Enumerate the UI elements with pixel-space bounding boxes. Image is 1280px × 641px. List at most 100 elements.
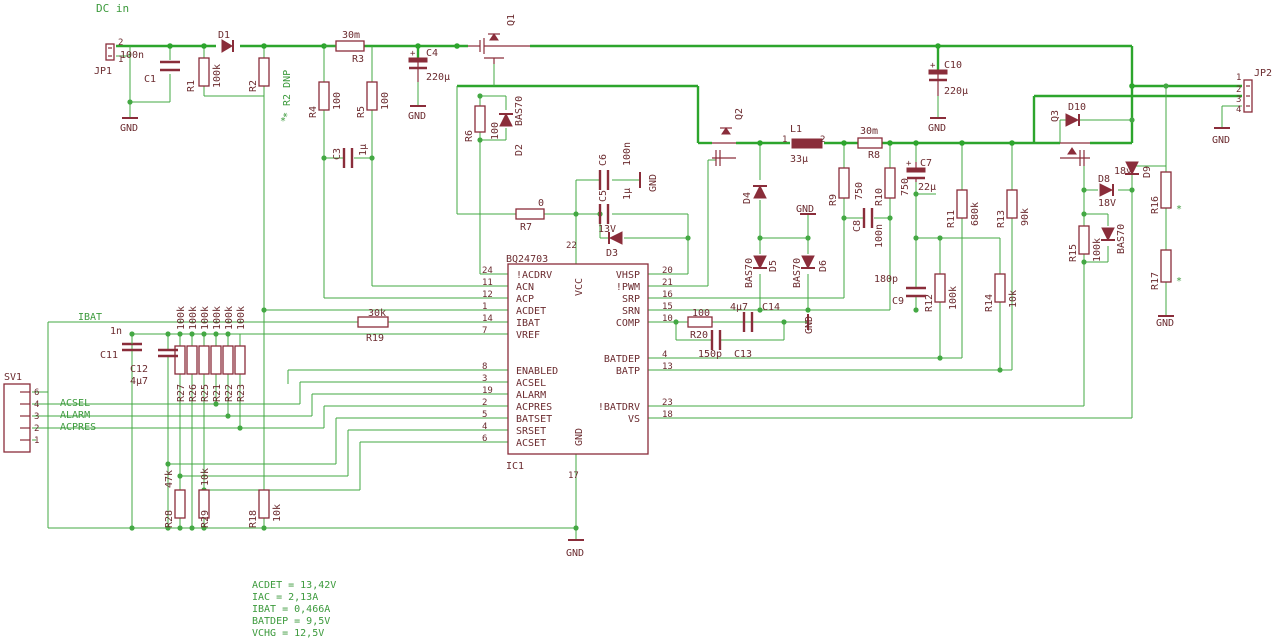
svg-text:1µ: 1µ bbox=[358, 144, 369, 156]
power-rails bbox=[116, 44, 1242, 145]
r17[interactable]: R17 * bbox=[1150, 249, 1182, 290]
r16[interactable]: R16 * bbox=[1150, 171, 1182, 215]
r8[interactable]: R8 30m bbox=[857, 126, 883, 161]
svg-text:100k: 100k bbox=[224, 306, 235, 330]
svg-text:GND: GND bbox=[1156, 318, 1174, 329]
jp2-connector[interactable]: JP2 1 2 3 4 bbox=[1236, 68, 1272, 115]
sv1-connector[interactable]: SV1 6 4 3 2 1 bbox=[3, 372, 39, 453]
svg-text:R28: R28 bbox=[164, 510, 175, 528]
c9[interactable]: C9 180p bbox=[874, 274, 926, 307]
svg-text:13V: 13V bbox=[598, 224, 616, 235]
c6[interactable]: C6 100n bbox=[598, 142, 633, 190]
jp1-connector[interactable]: JP1 2 1 bbox=[94, 38, 123, 77]
ic-bq24703[interactable]: BQ24703 IC1 !ACDRV24ACN11ACP12ACDET1IBAT… bbox=[482, 241, 673, 481]
c5[interactable]: C5 1µ bbox=[598, 188, 633, 224]
svg-text:GND: GND bbox=[796, 204, 814, 215]
svg-text:100: 100 bbox=[332, 92, 343, 110]
svg-text:D5: D5 bbox=[768, 260, 779, 272]
r27[interactable]: R27 100k bbox=[174, 306, 187, 402]
c1[interactable]: C1 100n bbox=[120, 50, 180, 85]
svg-text:680k: 680k bbox=[970, 202, 981, 226]
svg-text:4µ7: 4µ7 bbox=[730, 302, 748, 313]
r19[interactable]: R19 30k bbox=[357, 308, 389, 344]
r2[interactable]: R2 * R2 DNP bbox=[248, 57, 293, 118]
r4[interactable]: R4 100 bbox=[308, 81, 343, 118]
svg-text:100k: 100k bbox=[948, 286, 959, 310]
r14[interactable]: R14 10k bbox=[984, 273, 1019, 312]
svg-text:3: 3 bbox=[1236, 95, 1241, 105]
d3[interactable]: D3 13V bbox=[598, 224, 623, 259]
svg-text:BAS70: BAS70 bbox=[514, 96, 525, 126]
r11[interactable]: R11 680k bbox=[946, 189, 981, 228]
ic-pin-name: ACDET bbox=[516, 306, 546, 317]
r20[interactable]: R20 100 bbox=[687, 308, 713, 341]
svg-text:R19: R19 bbox=[366, 333, 384, 344]
r12[interactable]: R12 100k bbox=[924, 273, 959, 312]
r13[interactable]: R13 90k bbox=[996, 189, 1031, 228]
r7[interactable]: R7 0 bbox=[515, 198, 545, 233]
c7[interactable]: + C7 22µ bbox=[906, 158, 936, 193]
r21[interactable]: R21 100k bbox=[210, 306, 223, 402]
c11[interactable]: C11 1n bbox=[100, 326, 142, 361]
r5[interactable]: R5 100 bbox=[356, 81, 391, 118]
c4[interactable]: + C4 220µ bbox=[408, 48, 450, 83]
r23[interactable]: R23 100k bbox=[234, 306, 247, 402]
r28[interactable]: R28 47k bbox=[164, 470, 186, 528]
r1[interactable]: R1 100k bbox=[186, 57, 223, 92]
svg-text:R17: R17 bbox=[1150, 272, 1161, 290]
r29[interactable]: R29 10k bbox=[198, 468, 211, 528]
d2[interactable]: D2 BAS70 bbox=[499, 96, 525, 156]
d4[interactable]: D4 bbox=[742, 184, 767, 204]
svg-text:C1: C1 bbox=[144, 74, 156, 85]
c13[interactable]: C13 150p bbox=[698, 330, 752, 360]
d9[interactable]: D9 bbox=[1125, 161, 1153, 178]
junctions bbox=[127, 43, 1169, 531]
c10[interactable]: + C10 220µ bbox=[928, 60, 968, 97]
svg-text:750: 750 bbox=[900, 178, 911, 196]
svg-text:180p: 180p bbox=[874, 274, 898, 285]
ic-pin-number: 20 bbox=[662, 266, 673, 276]
c3[interactable]: C3 1µ bbox=[332, 144, 369, 168]
r9[interactable]: R9 750 bbox=[828, 167, 865, 206]
l1-inductor[interactable]: L1 33µ 1 2 bbox=[782, 124, 825, 165]
d7[interactable]: BAS70 bbox=[1101, 224, 1127, 254]
r18[interactable]: R18 10k bbox=[248, 489, 283, 528]
gnd-symbol-6: GND bbox=[804, 314, 815, 334]
d6[interactable]: D6 BAS70 bbox=[792, 255, 829, 288]
ic-pin-number: 8 bbox=[482, 362, 487, 372]
svg-text:R21: R21 bbox=[212, 384, 223, 402]
r10[interactable]: R10 750 bbox=[874, 167, 911, 206]
ic-pin-number: 6 bbox=[482, 434, 487, 444]
ic-vcc-label: VCC bbox=[574, 278, 585, 296]
svg-text:2: 2 bbox=[1236, 85, 1241, 95]
r6[interactable]: R6 100 bbox=[464, 105, 501, 142]
r26[interactable]: R26 100k bbox=[186, 306, 199, 402]
svg-text:D3: D3 bbox=[606, 248, 618, 259]
q2[interactable]: Q2 bbox=[712, 108, 745, 166]
r3[interactable]: R3 30m bbox=[324, 30, 365, 65]
svg-text:+: + bbox=[410, 49, 416, 59]
svg-text:R4: R4 bbox=[308, 106, 319, 118]
svg-text:C12: C12 bbox=[130, 364, 148, 375]
c14[interactable]: C14 4µ7 bbox=[730, 302, 780, 332]
gnd-symbols: GND GND GND GND GND GND GND GND GND bbox=[120, 105, 1230, 559]
d8[interactable]: D8 18V 18v bbox=[1098, 166, 1132, 209]
q1[interactable]: Q1 bbox=[468, 14, 530, 64]
ic-pin-number: 18 bbox=[662, 410, 673, 420]
r22[interactable]: R22 100k bbox=[222, 306, 235, 402]
c8[interactable]: C8 100n bbox=[852, 208, 885, 248]
svg-text:R20: R20 bbox=[690, 330, 708, 341]
r25[interactable]: R25 100k bbox=[198, 306, 211, 402]
d1[interactable]: D1 bbox=[218, 30, 234, 53]
r15[interactable]: R15 100k bbox=[1068, 225, 1103, 262]
svg-text:C4: C4 bbox=[426, 48, 438, 59]
ic-pin-name: VS bbox=[628, 414, 640, 425]
d10[interactable]: D10 bbox=[1065, 102, 1086, 127]
c12[interactable]: C12 4µ7 bbox=[130, 348, 178, 387]
svg-text:R22: R22 bbox=[224, 384, 235, 402]
svg-text:*: * bbox=[1176, 276, 1182, 287]
d5[interactable]: D5 BAS70 bbox=[744, 255, 779, 288]
ic-pin-number: 1 bbox=[482, 302, 487, 312]
q3[interactable]: Q3 bbox=[1050, 110, 1090, 166]
ic-gnd-pin: 17 bbox=[568, 471, 579, 481]
